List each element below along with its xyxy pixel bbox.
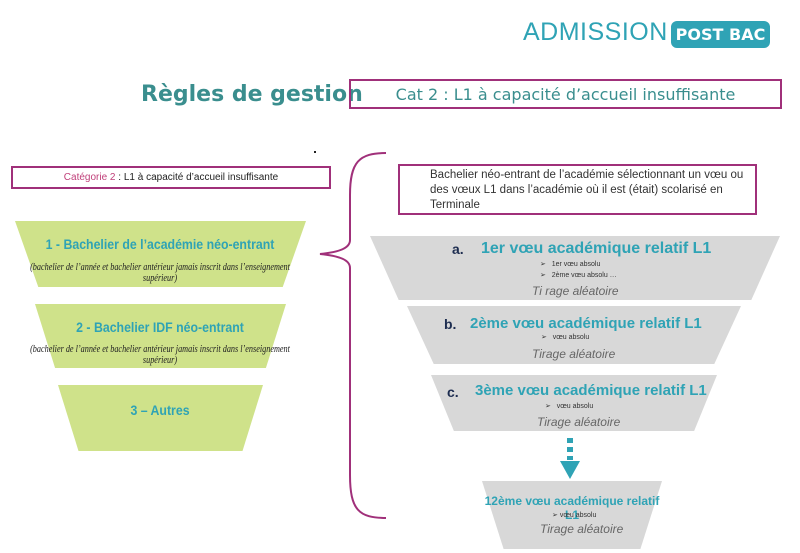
voeu-b-tirage: Tirage aléatoire [532, 347, 615, 361]
category-box-prefix: Catégorie 2 [64, 172, 116, 183]
voeu-12-bullet-1: ➢ vœu absolu [552, 511, 596, 519]
voeu-c-letter: c. [447, 384, 459, 400]
group-2-subtitle: (bachelier de l’année et bachelier antér… [29, 344, 291, 366]
voeu-a-bullet-1-text: 1er vœu absolu [552, 261, 601, 268]
voeu-b-bullet-1: ➢ vœu absolu [541, 333, 589, 341]
voeu-a-bullet-2-text: 2ème vœu absolu … [552, 272, 617, 279]
voeu-a-bullet-1: ➢ 1er vœu absolu [540, 260, 600, 268]
voeu-c-bullet-1-text: vœu absolu [557, 403, 594, 410]
category-header: Cat 2 : L1 à capacité d’accueil insuffis… [349, 79, 782, 109]
voeu-a-letter: a. [452, 241, 464, 257]
brace-icon [314, 150, 389, 525]
voeu-a-tirage: Ti rage aléatoire [532, 284, 619, 298]
voeu-b-title: 2ème vœu académique relatif L1 [470, 315, 702, 332]
voeu-c-tirage: Tirage aléatoire [537, 415, 620, 429]
category-box-text: : L1 à capacité d’accueil insuffisante [118, 172, 278, 183]
group-3-title: 3 – Autres [19, 402, 301, 418]
voeu-12-bullet-1-text: vœu absolu [560, 512, 597, 519]
group-1-title: 1 - Bachelier de l’académie néo-entrant [19, 236, 301, 252]
voeu-b-bullet-1-text: vœu absolu [553, 334, 590, 341]
voeu-c-title: 3ème vœu académique relatif L1 [475, 382, 707, 399]
voeu-c-bullet-1: ➢ vœu absolu [545, 402, 593, 410]
voeu-a-title: 1er vœu académique relatif L1 [481, 240, 711, 258]
voeu-a-bullet-2: ➢ 2ème vœu absolu … [540, 271, 617, 279]
group-3-funnel [58, 385, 263, 451]
group-2-title: 2 - Bachelier IDF néo-entrant [19, 319, 301, 335]
logo-badge: POST BAC [671, 21, 770, 48]
description-box: Bachelier néo-entrant de l’académie séle… [398, 164, 757, 215]
group-1-subtitle: (bachelier de l’année et bachelier antér… [29, 262, 291, 284]
voeu-b-letter: b. [444, 316, 456, 332]
voeu-12-tirage: Tirage aléatoire [540, 522, 623, 536]
logo-text: ADMISSION [523, 18, 668, 47]
category-box: Catégorie 2 : L1 à capacité d’accueil in… [11, 166, 331, 189]
arrow-down-icon [559, 438, 581, 480]
page-title: Règles de gestion [141, 82, 363, 107]
